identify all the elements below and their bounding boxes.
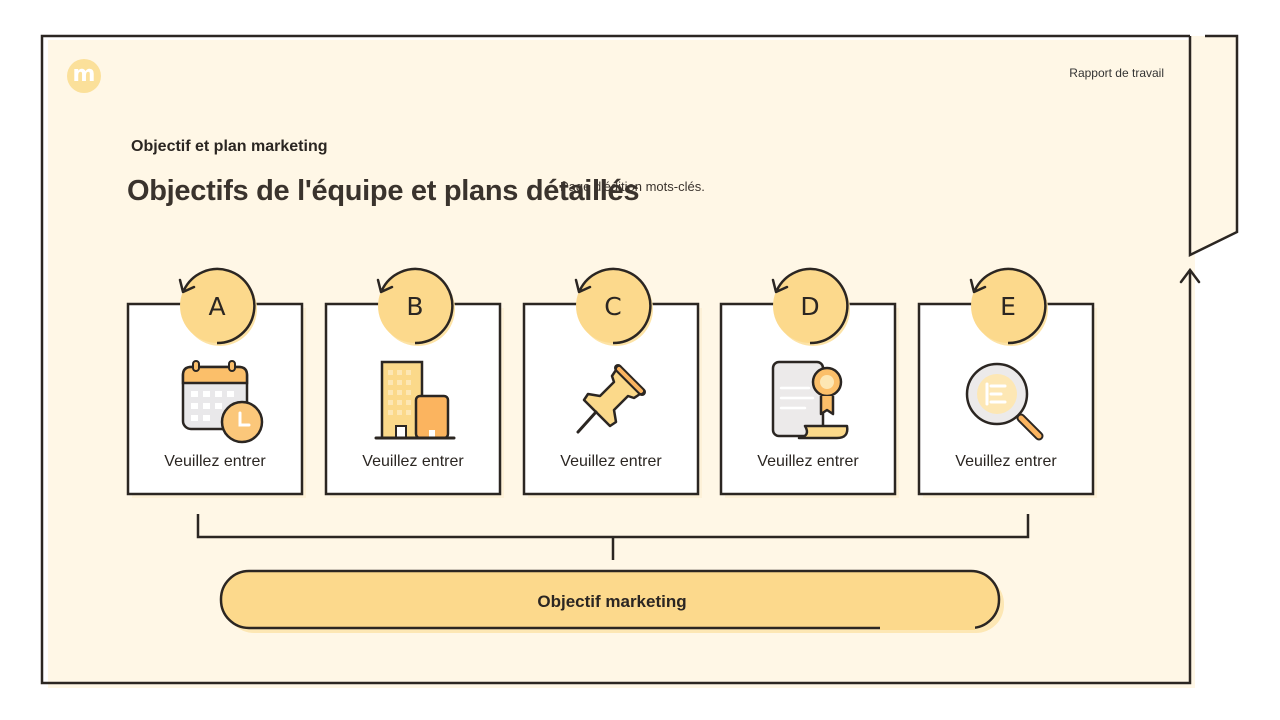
card-label: Veuillez entrer [560,453,662,470]
search-document-icon [965,362,1044,441]
card-e[interactable]: Veuillez entrer [917,267,1097,498]
arrow-up-icon [1179,267,1201,284]
rotate-arrow-icon [376,278,394,294]
goal-label: Objectif marketing [537,592,687,611]
rotate-arrow-icon [969,278,987,294]
page-flag [1188,34,1239,258]
rotate-arrow-icon [771,278,789,294]
card-label: Veuillez entrer [955,453,1057,470]
card-b[interactable]: Veuillez entrer [324,267,504,498]
page-subtitle: Page d'édition mots-clés. [560,179,705,194]
badge-letter-e: E [1000,292,1016,321]
brand-logo: m [67,59,101,93]
certificate-icon [771,360,849,440]
pushpin-icon [576,364,646,434]
rotate-arrow-icon [574,278,592,294]
badge-letter-d: D [800,292,820,321]
badge-letter-c: C [604,292,622,321]
card-d[interactable]: Veuillez entrer [719,267,899,498]
report-label: Rapport de travail [1069,66,1164,80]
building-icon [374,360,456,440]
card-label: Veuillez entrer [164,453,266,470]
card-a[interactable]: Veuillez entrer [126,267,306,498]
calendar-clock-icon [181,360,264,444]
card-label: Veuillez entrer [362,453,464,470]
goal-pill [219,569,1001,630]
badge-letter-a: A [208,292,226,321]
card-c[interactable]: Veuillez entrer [522,267,702,498]
section-label: Objectif et plan marketing [131,138,328,155]
rotate-arrow-icon [178,278,196,294]
card-label: Veuillez entrer [757,453,859,470]
badge-letter-b: B [406,292,424,321]
page-title: Objectifs de l'équipe et plans détaillés [127,175,640,207]
panel-border [40,34,1192,685]
